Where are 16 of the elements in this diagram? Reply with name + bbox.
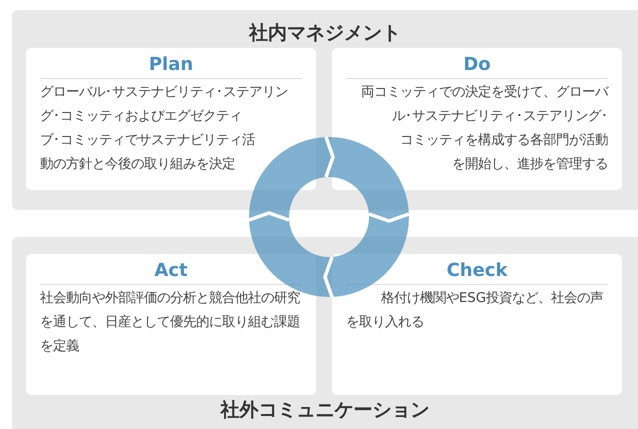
step-card: [332, 254, 622, 395]
step-card: [332, 48, 622, 190]
step-heading: Act: [154, 260, 188, 281]
step-card: [26, 254, 316, 395]
step-card: [26, 48, 316, 190]
step-heading: Do: [463, 54, 491, 75]
section-band: [12, 237, 638, 429]
step-description: 格付け機関やESG投資など、社会の声を取り入れる: [346, 290, 604, 332]
step-heading: Check: [446, 260, 508, 281]
section-band: [12, 10, 638, 210]
step-description: グローバル･サステナビリティ･ステアリング･コミッティおよびエグゼクティブ･コミッティでサステナビリティ活動の方針と今後の取り組みを決定: [40, 84, 289, 174]
section-title: 社外コミュニケーション: [220, 398, 430, 423]
step-description: 社会動向や外部評価の分析と競合他社の研究を通して、日産として優先的に取り組む課題を定義: [40, 290, 301, 356]
step-heading: Plan: [148, 54, 194, 75]
section-title: 社内マネジメント: [249, 21, 401, 46]
step-description: 両コミッティでの決定を受けて、グローバル･サステナビリティ･ステアリング･コミッティを構成する各部門が活動を開始し、進捗を管理する: [360, 84, 608, 174]
